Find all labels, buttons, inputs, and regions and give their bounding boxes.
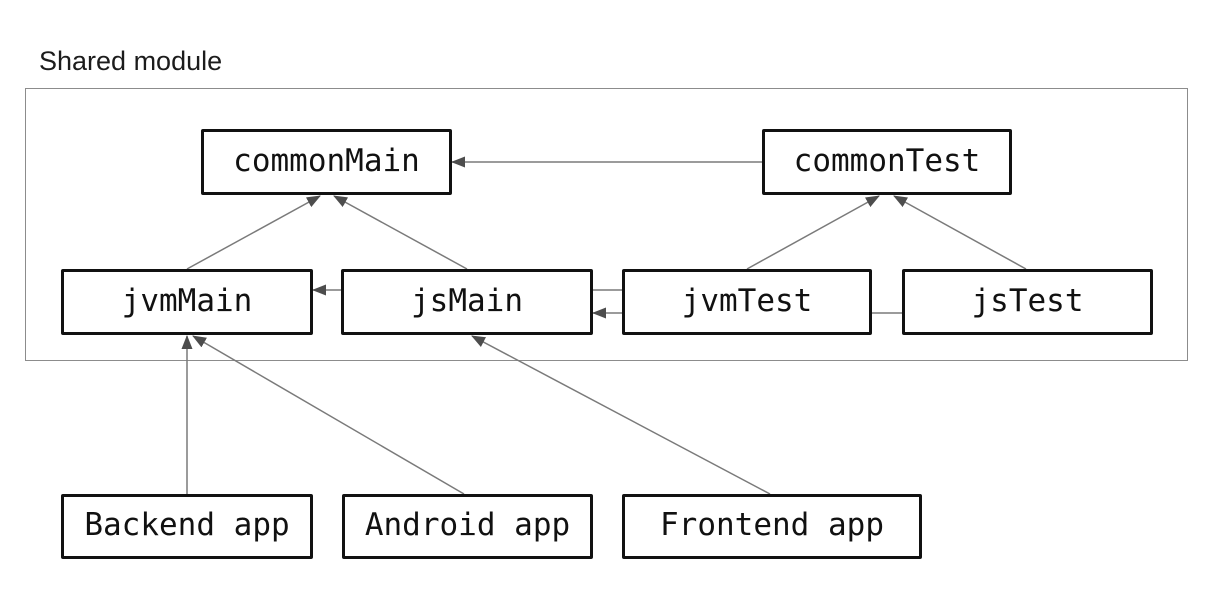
node-label-jsTest: jsTest — [971, 282, 1084, 319]
node-label-jvmMain: jvmMain — [121, 282, 253, 319]
node-label-androidApp: Android app — [364, 507, 571, 543]
edge-jvmMain-to-commonMain — [186, 195, 321, 270]
edge-jsTest-to-commonTest — [893, 195, 1027, 270]
node-label-commonTest: commonTest — [793, 142, 981, 179]
node-label-backendApp: Backend app — [84, 507, 290, 543]
edge-androidApp-to-jvmMain — [192, 335, 465, 495]
node-jsTest: jsTest — [902, 269, 1153, 335]
node-frontendApp: Frontend app — [622, 494, 922, 559]
node-commonMain: commonMain — [201, 129, 452, 195]
node-jvmTest: jvmTest — [622, 269, 872, 335]
node-androidApp: Android app — [342, 494, 593, 559]
node-label-jsMain: jsMain — [411, 282, 523, 319]
edge-jsMain-to-commonMain — [333, 195, 468, 270]
shared-module-label: Shared module — [39, 46, 223, 76]
node-label-commonMain: commonMain — [233, 142, 420, 179]
node-backendApp: Backend app — [61, 494, 313, 559]
node-jvmMain: jvmMain — [61, 269, 313, 335]
node-commonTest: commonTest — [762, 129, 1012, 195]
node-label-frontendApp: Frontend app — [660, 507, 884, 543]
node-label-jvmTest: jvmTest — [681, 282, 813, 319]
edge-jvmTest-to-commonTest — [746, 195, 880, 270]
edge-frontendApp-to-jsMain — [471, 335, 771, 495]
node-jsMain: jsMain — [341, 269, 593, 335]
